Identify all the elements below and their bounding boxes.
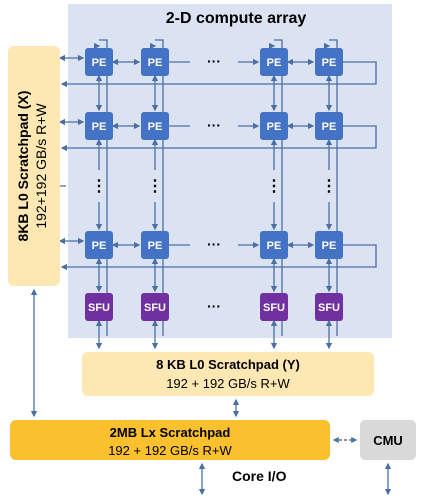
- sfu-box: [141, 293, 169, 321]
- row-return-path: [60, 244, 377, 271]
- column-ellipsis: ⋮: [266, 178, 282, 195]
- column-ellipsis: ⋮: [147, 178, 163, 195]
- pe-box: [85, 112, 113, 140]
- interconnect-lines: [30, 39, 392, 496]
- scratchpad-lx-title: 2MB Lx Scratchpad: [110, 425, 231, 440]
- pe-box: [315, 112, 343, 140]
- pe-label: PE: [148, 121, 163, 133]
- pe-label: PE: [148, 240, 163, 252]
- scratchpad-lx-bandwidth: 192 + 192 GB/s R+W: [108, 443, 232, 458]
- pe-label: PE: [267, 57, 282, 69]
- pe-label: PE: [267, 121, 282, 133]
- pe-box: [141, 48, 169, 76]
- sfu-label: SFU: [318, 302, 340, 314]
- pe-label: PE: [322, 121, 337, 133]
- scratchpad-y-title: 8 KB L0 Scratchpad (Y): [156, 357, 300, 372]
- pe-box: [85, 231, 113, 259]
- pe-label: PE: [92, 240, 107, 252]
- sfu-row-ellipsis: ···: [207, 298, 221, 314]
- sfu-label: SFU: [263, 302, 285, 314]
- scratchpad-y-bandwidth: 192 + 192 GB/s R+W: [166, 376, 290, 391]
- core-io-label: Core I/O: [232, 468, 287, 484]
- row-return-path: [60, 125, 377, 152]
- sfu-box: [315, 293, 343, 321]
- sfu-label: SFU: [144, 302, 166, 314]
- scratchpad-x-title: 8KB L0 Scratchpad (X): [15, 91, 31, 242]
- pe-box: [141, 112, 169, 140]
- compute-array-panel: [68, 4, 392, 338]
- pe-box: [260, 112, 288, 140]
- scratchpad-lx-box: [10, 420, 330, 460]
- row-ellipsis: ···: [207, 236, 221, 252]
- pe-label: PE: [92, 121, 107, 133]
- row-ellipsis: ···: [207, 117, 221, 133]
- pe-box: [141, 231, 169, 259]
- pe-box: [315, 48, 343, 76]
- pe-label: PE: [148, 57, 163, 69]
- pe-label: PE: [322, 240, 337, 252]
- cmu-box: [360, 420, 416, 460]
- pe-label: PE: [267, 240, 282, 252]
- processing-grid: PE PE PE PE ··· PE PE PE PE ··· PE PE PE PE ··· SFU ⋮ SFU…: [85, 48, 343, 321]
- pe-label: PE: [322, 57, 337, 69]
- pe-box: [315, 231, 343, 259]
- compute-array-title: 2-D compute array: [166, 10, 307, 27]
- sfu-box: [260, 293, 288, 321]
- scratchpad-y-box: [82, 352, 374, 396]
- pe-box: [85, 48, 113, 76]
- sfu-box: [85, 293, 113, 321]
- scratchpad-x-box: [8, 46, 60, 286]
- pe-box: [260, 48, 288, 76]
- row-ellipsis: ···: [207, 53, 221, 69]
- scratchpad-x-bandwidth: 192+192 GB/s R+W: [33, 103, 49, 229]
- column-ellipsis: ⋮: [321, 178, 337, 195]
- pe-label: PE: [92, 57, 107, 69]
- cmu-label: CMU: [373, 433, 403, 448]
- pe-box: [260, 231, 288, 259]
- sfu-label: SFU: [88, 302, 110, 314]
- row-return-path: [60, 61, 377, 88]
- column-ellipsis: ⋮: [91, 178, 107, 195]
